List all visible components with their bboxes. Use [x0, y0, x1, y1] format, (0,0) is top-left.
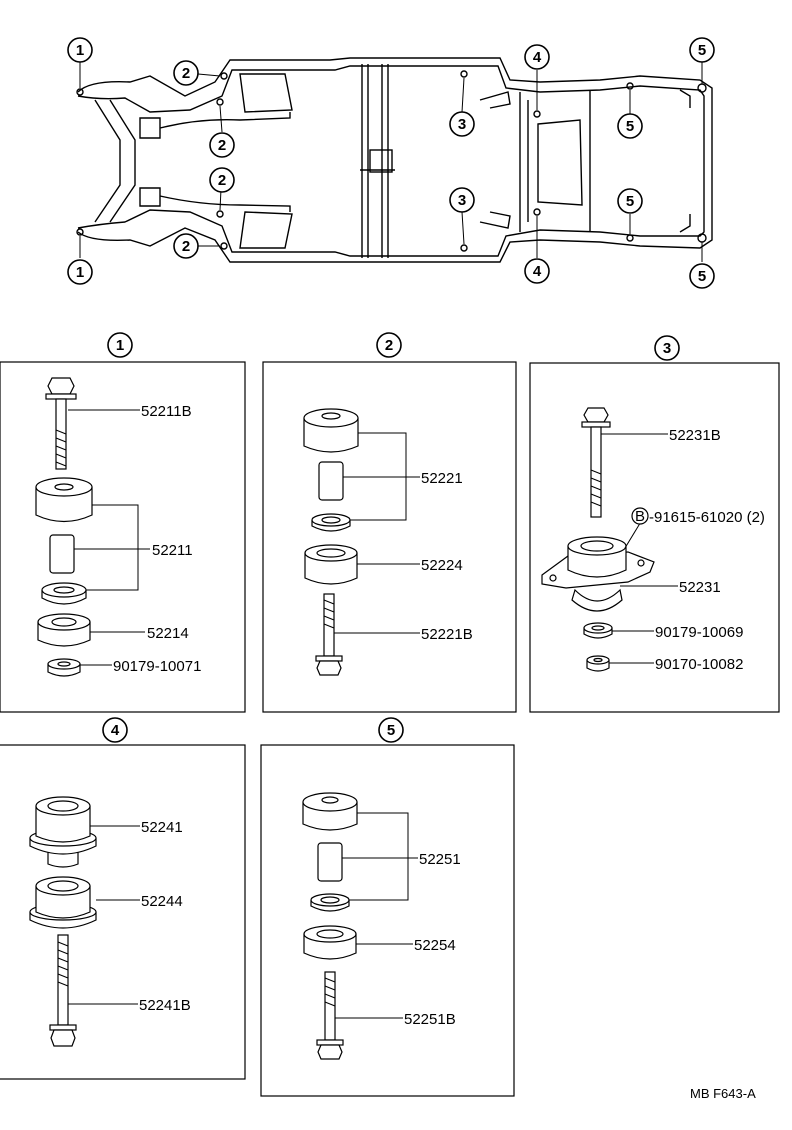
svg-text:B: B — [635, 508, 645, 525]
cushion-52214 — [37, 613, 91, 647]
svg-text:5: 5 — [698, 42, 706, 59]
frame-marker-2d: 2 — [173, 233, 199, 259]
label-52231b: 52231B — [669, 427, 721, 444]
cushion-52224 — [304, 544, 358, 585]
label-52251: 52251 — [419, 851, 461, 868]
panel-4: 4 52241 52244 522 — [0, 717, 246, 1080]
vehicle-frame — [76, 57, 713, 263]
frame-marker-5d: 5 — [689, 263, 715, 289]
frame-marker-4a: 4 — [524, 44, 550, 70]
svg-text:2: 2 — [385, 337, 393, 354]
frame-marker-3a: 3 — [449, 111, 475, 137]
svg-text:5: 5 — [626, 118, 634, 135]
frame-marker-1a: 1 — [67, 37, 93, 63]
panel-5: 5 52251 52254 522 — [260, 717, 515, 1097]
label-52224: 52224 — [421, 557, 463, 574]
washer-90179-10069 — [583, 622, 613, 639]
svg-text:4: 4 — [111, 722, 120, 739]
panel-3-marker: 3 — [654, 335, 680, 361]
frame-callout-lines — [79, 62, 703, 262]
bolt-52221b — [315, 593, 343, 676]
label-52211b: 52211B — [141, 403, 192, 420]
label-90179-10069: 90179-10069 — [655, 624, 743, 641]
label-52214: 52214 — [147, 625, 189, 642]
panel-5-marker: 5 — [378, 717, 404, 743]
svg-text:5: 5 — [626, 193, 634, 210]
svg-text:3: 3 — [458, 192, 466, 209]
bolt-marker-b: B — [631, 507, 649, 525]
bolt-52251b — [316, 971, 344, 1060]
svg-text:4: 4 — [533, 263, 542, 280]
frame-marker-2c: 2 — [209, 167, 235, 193]
label-52221: 52221 — [421, 470, 463, 487]
frame-marker-3b: 3 — [449, 187, 475, 213]
cushion-52254 — [303, 925, 357, 960]
label-52241b: 52241B — [139, 997, 191, 1014]
bolt-52241b — [49, 934, 77, 1047]
label-91615-61020: -91615-61020 (2) — [649, 509, 765, 526]
svg-text:5: 5 — [698, 268, 706, 285]
mount-52231 — [541, 536, 655, 612]
label-52251b: 52251B — [404, 1011, 456, 1028]
svg-text:1: 1 — [76, 42, 84, 59]
svg-text:1: 1 — [116, 337, 124, 354]
label-52221b: 52221B — [421, 626, 473, 643]
cushion-52221 — [303, 408, 359, 532]
svg-text:2: 2 — [182, 238, 190, 255]
svg-text:2: 2 — [218, 172, 226, 189]
label-52211: 52211 — [152, 542, 193, 559]
panel-4-marker: 4 — [102, 717, 128, 743]
svg-text:2: 2 — [218, 137, 226, 154]
cushion-52244 — [29, 876, 97, 929]
panel-3: 3 — [529, 335, 780, 713]
bolt-52211b — [45, 377, 77, 470]
cushion-52241 — [29, 796, 97, 868]
label-52231: 52231 — [679, 579, 721, 596]
frame-marker-2a: 2 — [173, 60, 199, 86]
frame-marker-5c: 5 — [617, 188, 643, 214]
nut-90170-10082 — [586, 655, 610, 672]
label-90170-10082: 90170-10082 — [655, 656, 743, 673]
svg-text:4: 4 — [533, 49, 542, 66]
panel-2: 2 52221 52224 522 — [262, 332, 517, 713]
svg-text:3: 3 — [663, 340, 671, 357]
cushion-52211 — [35, 477, 93, 605]
frame-marker-4b: 4 — [524, 258, 550, 284]
frame-marker-2b: 2 — [209, 132, 235, 158]
label-90179-10071: 90179-10071 — [113, 658, 201, 675]
label-52244: 52244 — [141, 893, 183, 910]
svg-text:5: 5 — [387, 722, 395, 739]
cushion-52251 — [302, 792, 358, 912]
panel-1: 1 — [0, 332, 246, 713]
label-52241: 52241 — [141, 819, 183, 836]
panel-2-marker: 2 — [376, 332, 402, 358]
diagram-code: MB F643-A — [690, 1086, 756, 1101]
label-52254: 52254 — [414, 937, 456, 954]
frame-marker-1b: 1 — [67, 259, 93, 285]
frame-marker-5a: 5 — [689, 37, 715, 63]
panel-1-marker: 1 — [107, 332, 133, 358]
svg-text:2: 2 — [182, 65, 190, 82]
svg-text:3: 3 — [458, 116, 466, 133]
bolt-52231b — [581, 407, 611, 518]
svg-text:1: 1 — [76, 264, 84, 281]
nut-90179-10071 — [47, 658, 81, 677]
frame-marker-5b: 5 — [617, 113, 643, 139]
